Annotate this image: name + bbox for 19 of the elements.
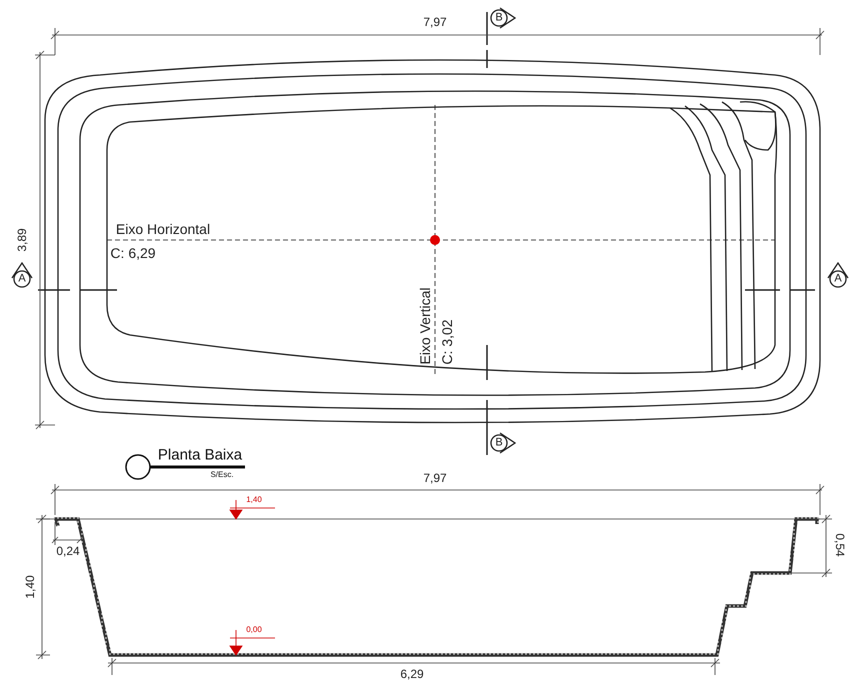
dimension-label: 7,97 [423,472,447,484]
drawing-title: Planta Baixa [158,448,242,462]
scale-note: S/Esc. [210,471,234,479]
elevation-label: 1,40 [246,496,262,504]
dimension-label: 1,40 [24,575,36,599]
section-letter: A [834,274,842,284]
section-letter: B [495,12,503,24]
dimension-label: 0,24 [56,545,80,557]
dimension-label: 0,54 [834,533,846,557]
axis-label: Eixo Vertical [418,287,432,365]
dimension-label: 7,97 [423,16,447,28]
section-letter: A [18,274,26,284]
axis-label: C: 3,02 [440,319,454,365]
section-letter: B [495,438,503,448]
axis-label: C: 6,29 [110,246,156,260]
dimension-label: 6,29 [400,668,424,680]
dimension-label: 3,89 [16,228,28,252]
axis-label: Eixo Horizontal [116,222,210,236]
elevation-label: 0,00 [246,626,262,634]
